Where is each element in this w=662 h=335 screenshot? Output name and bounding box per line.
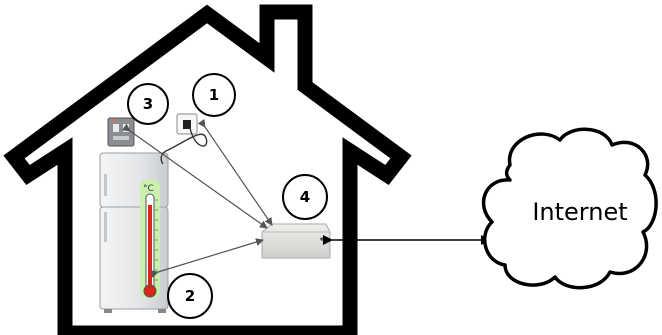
connection-lines <box>121 118 273 278</box>
arrow-controller-gateway <box>121 123 268 229</box>
svg-text:1: 1 <box>209 86 219 104</box>
label-fridge-sensor: 2 <box>167 273 213 319</box>
label-outlet: 1 <box>192 73 236 117</box>
controller-device-icon <box>107 117 135 147</box>
arrow-outlet-gateway <box>197 118 273 226</box>
internet-cloud: Internet <box>481 127 658 290</box>
thermometer-icon: °C <box>140 180 160 298</box>
label-gateway: 4 <box>282 174 328 220</box>
arrow-sensor-gateway <box>150 238 264 278</box>
svg-text:3: 3 <box>143 95 153 113</box>
gateway-device-icon <box>261 223 331 259</box>
label-controller: 3 <box>127 83 169 125</box>
house-outline <box>3 4 412 335</box>
thermometer-unit: °C <box>143 184 154 194</box>
svg-text:4: 4 <box>300 188 310 206</box>
svg-text:2: 2 <box>185 287 195 305</box>
internet-label: Internet <box>532 198 627 226</box>
